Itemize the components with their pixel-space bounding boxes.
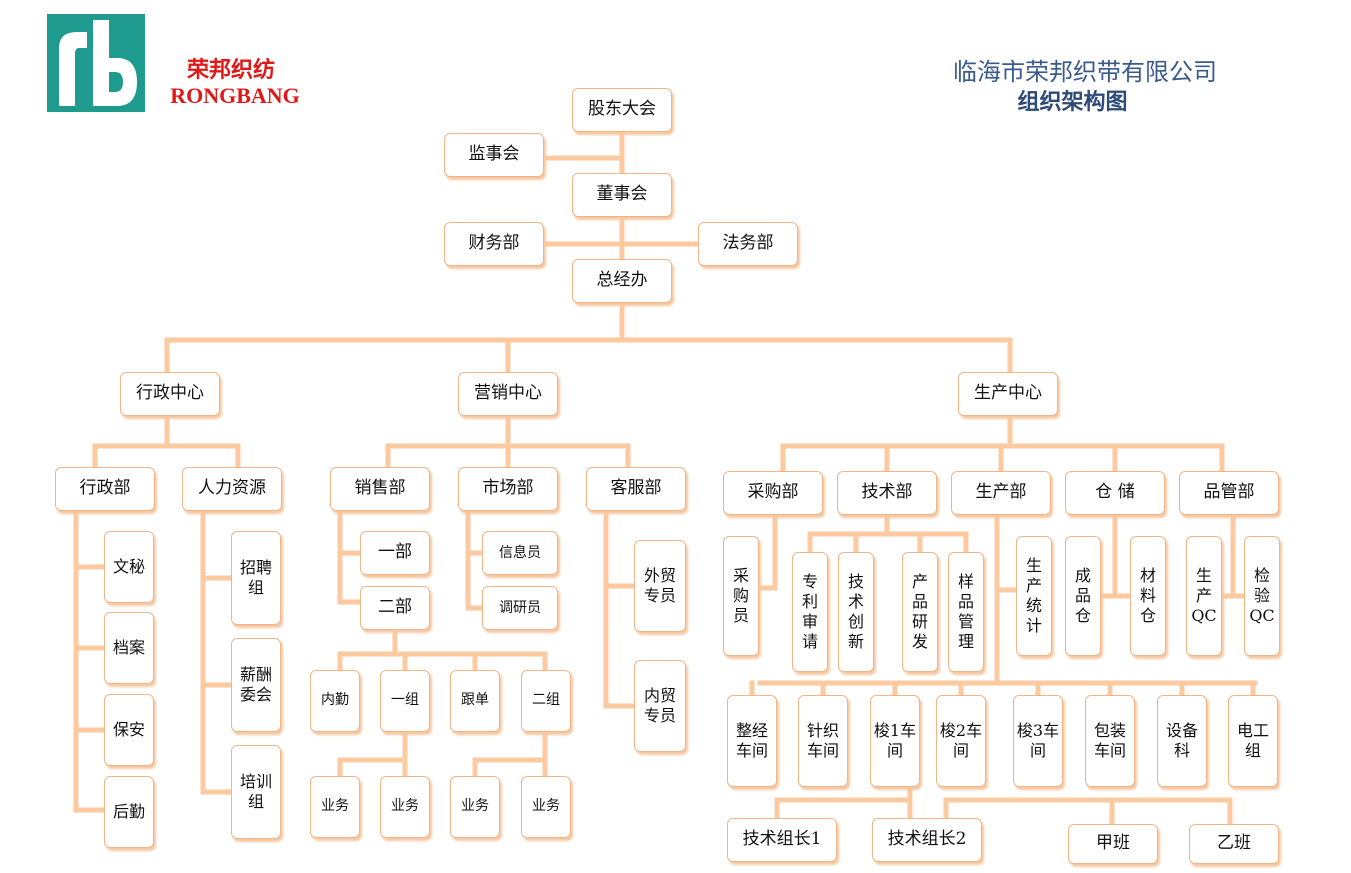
node-security: 保安 (104, 694, 154, 766)
node-foreign-trade-specialist: 外贸专员 (634, 540, 686, 632)
node-training-group: 培训组 (231, 745, 281, 839)
node-materials-warehouse: 材料仓 (1130, 536, 1166, 656)
node-sales-dept: 销售部 (330, 467, 430, 511)
node-packaging-workshop: 包装车间 (1085, 695, 1135, 787)
node-salesperson-1: 业务 (310, 776, 360, 838)
node-electrician-group: 电工组 (1228, 695, 1278, 787)
node-order-follow-up: 跟单 (450, 670, 500, 732)
node-general-office: 总经办 (572, 259, 672, 303)
node-sales-group-1: 一组 (380, 670, 430, 732)
node-quality-dept: 品管部 (1179, 471, 1279, 515)
node-production-center: 生产中心 (958, 372, 1058, 416)
node-compensation-committee: 薪酬委会 (231, 638, 281, 732)
node-shuttle-workshop-1: 梭1车间 (870, 695, 920, 787)
chart-title: 组织架构图 (1017, 90, 1128, 115)
node-research-officer: 调研员 (482, 586, 558, 630)
node-inspection-qc: 检验QC (1244, 536, 1280, 656)
node-production-dept: 生产部 (951, 471, 1051, 515)
node-patent-application: 专利审请 (792, 552, 828, 672)
node-secretary: 文秘 (104, 531, 154, 603)
node-shareholders-meeting: 股东大会 (572, 88, 672, 132)
node-customer-service-dept: 客服部 (586, 467, 686, 511)
node-technical-innovation: 技术创新 (838, 552, 874, 672)
node-production-statistics: 生产统计 (1016, 536, 1052, 656)
node-archives: 档案 (104, 612, 154, 684)
node-domestic-trade-specialist: 内贸专员 (634, 660, 686, 752)
node-salesperson-2: 业务 (380, 776, 430, 838)
node-technical-leader-1: 技术组长1 (727, 818, 837, 862)
node-technical-dept: 技术部 (837, 471, 937, 515)
node-recruitment-group: 招聘组 (231, 531, 281, 625)
node-board-of-directors: 董事会 (572, 173, 672, 217)
node-salesperson-4: 业务 (521, 776, 571, 838)
node-purchaser: 采购员 (723, 536, 759, 656)
node-sales-division-1: 一部 (360, 531, 430, 575)
node-internal-affairs: 内勤 (310, 670, 360, 732)
node-shift-b: 乙班 (1189, 824, 1279, 864)
node-shuttle-workshop-2: 梭2车间 (936, 695, 986, 787)
node-finance-dept: 财务部 (444, 222, 544, 266)
node-logistics: 后勤 (104, 776, 154, 848)
node-sales-division-2: 二部 (360, 586, 430, 630)
node-admin-dept: 行政部 (55, 467, 155, 511)
node-shift-a: 甲班 (1068, 824, 1158, 864)
node-information-officer: 信息员 (482, 531, 558, 575)
rongbang-logo (47, 14, 145, 112)
node-salesperson-3: 业务 (450, 776, 500, 838)
node-supervisory-board: 监事会 (444, 133, 544, 177)
node-human-resources: 人力资源 (182, 467, 282, 511)
node-admin-center: 行政中心 (120, 372, 220, 416)
node-technical-leader-2: 技术组长2 (872, 818, 982, 862)
node-production-qc: 生产QC (1186, 536, 1222, 656)
node-equipment-section: 设备科 (1157, 695, 1207, 787)
node-sales-group-2: 二组 (521, 670, 571, 732)
company-name: 临海市荣邦织带有限公司 (953, 58, 1217, 86)
node-legal-dept: 法务部 (698, 222, 798, 266)
node-market-dept: 市场部 (458, 467, 558, 511)
brand-name-english: RONGBANG (170, 83, 300, 108)
node-marketing-center: 营销中心 (458, 372, 558, 416)
brand-name-chinese: 荣邦织纺 (186, 57, 275, 83)
node-knitting-workshop: 针织车间 (798, 695, 848, 787)
node-purchasing-dept: 采购部 (723, 471, 823, 515)
node-product-development: 产品研发 (902, 552, 938, 672)
node-warping-workshop: 整经车间 (727, 695, 777, 787)
node-warehouse: 仓 储 (1065, 471, 1165, 515)
node-shuttle-workshop-3: 梭3车间 (1013, 695, 1063, 787)
node-finished-goods-warehouse: 成品仓 (1065, 536, 1101, 656)
node-sample-management: 样品管理 (948, 552, 984, 672)
